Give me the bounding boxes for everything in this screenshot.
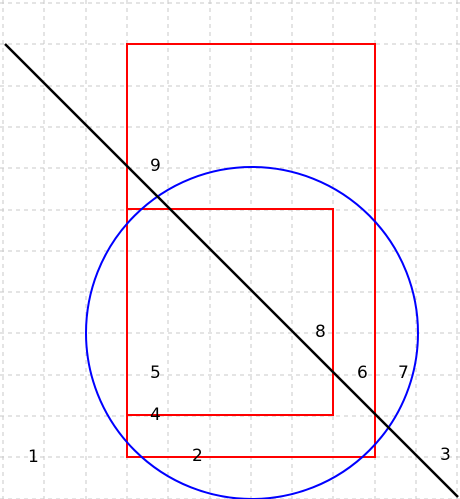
large-circle (85, 166, 419, 499)
region-label-2: 2 (192, 446, 203, 466)
region-label-8: 8 (315, 322, 326, 342)
inner-square (126, 208, 334, 416)
region-label-5: 5 (150, 363, 161, 383)
region-label-9: 9 (150, 156, 161, 176)
region-label-3: 3 (440, 445, 451, 465)
region-label-7: 7 (398, 363, 409, 383)
region-label-4: 4 (150, 405, 161, 425)
region-label-6: 6 (357, 363, 368, 383)
region-label-1: 1 (28, 447, 39, 467)
diagonal-line (4, 43, 459, 498)
